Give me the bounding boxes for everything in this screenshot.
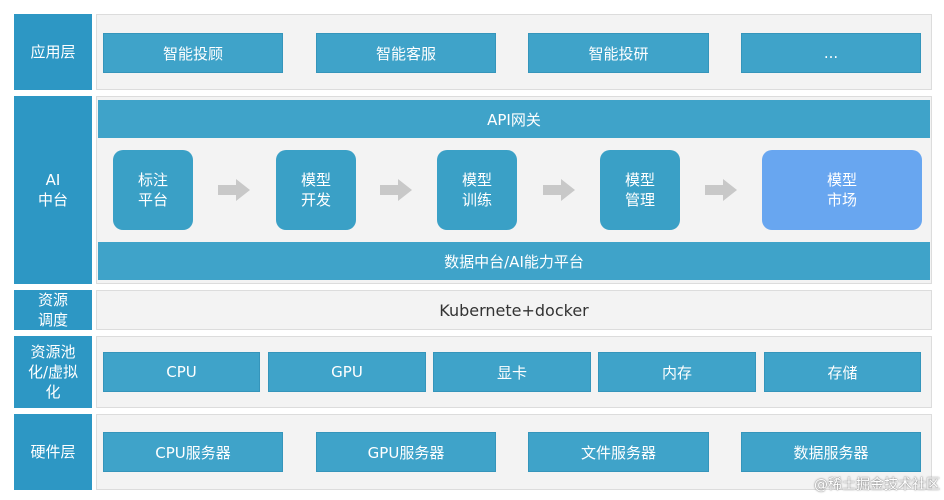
layer-label-app: 应用层 [14,14,92,90]
pool-item-cpu: CPU [103,352,260,392]
pool-item-memory: 内存 [598,352,756,392]
app-item: 智能客服 [316,33,496,73]
hardware-item: 文件服务器 [528,432,709,472]
step-model-market: 模型 市场 [762,150,922,230]
layer-label-ai: AI 中台 [14,96,92,284]
pool-item-gpu: GPU [268,352,426,392]
flow-arrow-icon [212,176,256,204]
data-platform-bar: 数据中台/AI能力平台 [98,242,930,280]
app-item: ... [741,33,921,73]
schedule-panel: Kubernete+docker [96,290,932,330]
layer-label-schedule: 资源 调度 [14,290,92,330]
step-model-management: 模型 管理 [600,150,680,230]
flow-arrow-icon [374,176,418,204]
step-model-training: 模型 训练 [437,150,517,230]
hardware-item: CPU服务器 [103,432,283,472]
api-gateway-bar: API网关 [98,100,930,138]
layer-label-hardware: 硬件层 [14,414,92,490]
step-annotation-platform: 标注 平台 [113,150,193,230]
flow-arrow-icon [537,176,581,204]
pool-item-graphics-card: 显卡 [433,352,591,392]
hardware-item: 数据服务器 [741,432,921,472]
flow-arrow-icon [699,176,743,204]
hardware-item: GPU服务器 [316,432,496,472]
app-item: 智能投研 [528,33,709,73]
app-item: 智能投顾 [103,33,283,73]
watermark-text: @稀土掘金技术社区 [814,477,940,493]
step-model-dev: 模型 开发 [276,150,356,230]
pool-item-storage: 存储 [764,352,921,392]
layer-label-pool: 资源池 化/虚拟 化 [14,336,92,408]
